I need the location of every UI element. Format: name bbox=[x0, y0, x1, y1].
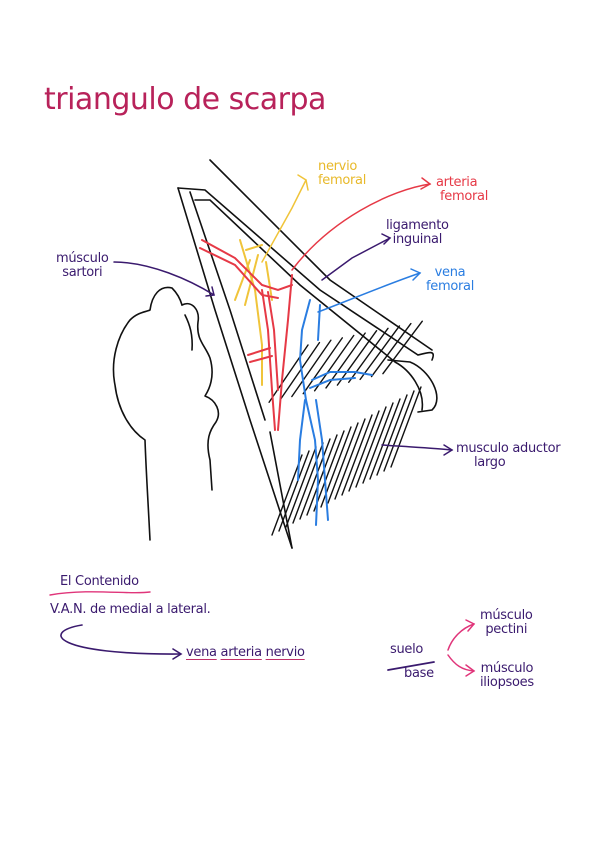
label-line: nervio bbox=[318, 159, 358, 174]
hatch-line bbox=[285, 446, 317, 528]
hatch-line bbox=[313, 334, 355, 392]
contenido-line: V.A.N. de medial a lateral. bbox=[50, 602, 211, 617]
label-ligamento-inguinal: ligamento inguinal bbox=[386, 219, 449, 247]
label-musculo-sartori: músculo sartori bbox=[56, 252, 109, 280]
label-vena-femoral: vena femoral bbox=[426, 266, 474, 294]
nervio-femoral-path bbox=[234, 239, 273, 386]
hatch-line bbox=[279, 341, 321, 401]
contenido-heading: El Contenido bbox=[60, 574, 139, 589]
suelo-bottom: base bbox=[404, 666, 434, 681]
hatch-line bbox=[271, 454, 303, 536]
hatch-line bbox=[348, 327, 389, 383]
label-line: músculo bbox=[480, 608, 533, 623]
label-line: vena bbox=[434, 265, 466, 280]
hatch-line bbox=[348, 410, 380, 492]
leg-outline bbox=[112, 286, 220, 541]
hatch-line bbox=[355, 406, 387, 488]
contenido-order: vena arteria nervio bbox=[186, 645, 305, 660]
label-line: músculo bbox=[56, 251, 109, 266]
label-musculo-aductor: musculo aductor largo bbox=[456, 441, 561, 470]
hatch-line bbox=[292, 442, 324, 524]
label-arrows bbox=[113, 174, 454, 456]
hatch-line bbox=[291, 339, 332, 398]
vena-femoral-path bbox=[297, 299, 373, 526]
suelo-branch-iliopsoes: músculo iliopsoes bbox=[480, 662, 534, 690]
thigh-outline bbox=[177, 159, 438, 549]
label-line: femoral bbox=[318, 173, 367, 188]
suelo-branch-pectini: músculo pectini bbox=[480, 609, 533, 637]
hatch-line bbox=[382, 320, 423, 375]
label-line: musculo aductor bbox=[456, 441, 561, 456]
label-line: femoral bbox=[426, 279, 475, 294]
label-line: iliopsoes bbox=[480, 675, 534, 690]
label-line: sartori bbox=[62, 265, 103, 280]
hatch-line bbox=[359, 325, 401, 381]
order-arteria: arteria bbox=[220, 645, 263, 660]
contenido-decor bbox=[49, 591, 476, 677]
label-line: largo bbox=[474, 455, 506, 470]
hatch-line bbox=[369, 398, 401, 480]
hatch-line bbox=[376, 394, 408, 476]
order-vena: vena bbox=[186, 645, 217, 660]
hatch-line bbox=[334, 418, 366, 500]
hatch-line bbox=[299, 438, 331, 520]
hatch-line bbox=[313, 430, 345, 512]
hatch-line bbox=[278, 450, 310, 532]
label-nervio-femoral: nervio femoral bbox=[318, 160, 366, 188]
hatch-line bbox=[306, 434, 338, 516]
label-line: pectini bbox=[485, 622, 528, 637]
hatch-line bbox=[370, 322, 412, 378]
arteria-femoral-path bbox=[199, 239, 293, 431]
label-line: arteria bbox=[436, 175, 478, 190]
hatch-line bbox=[390, 386, 422, 468]
label-arteria-femoral: arteria femoral bbox=[436, 176, 488, 204]
label-line: inguinal bbox=[392, 232, 443, 247]
hatch-line bbox=[327, 422, 359, 504]
hatch-line bbox=[341, 414, 373, 496]
hatch-line bbox=[302, 337, 343, 395]
order-nervio: nervio bbox=[265, 645, 305, 660]
hatch-line bbox=[336, 330, 378, 386]
hatch-line bbox=[383, 390, 415, 472]
hatch-line bbox=[268, 344, 309, 403]
label-line: músculo bbox=[480, 661, 534, 676]
adductor-hatching bbox=[268, 320, 423, 536]
hatch-line bbox=[362, 402, 394, 484]
label-line: femoral bbox=[440, 189, 489, 204]
page-title: triangulo de scarpa bbox=[44, 82, 326, 117]
suelo-top: suelo bbox=[390, 642, 424, 657]
label-line: ligamento bbox=[386, 218, 449, 233]
